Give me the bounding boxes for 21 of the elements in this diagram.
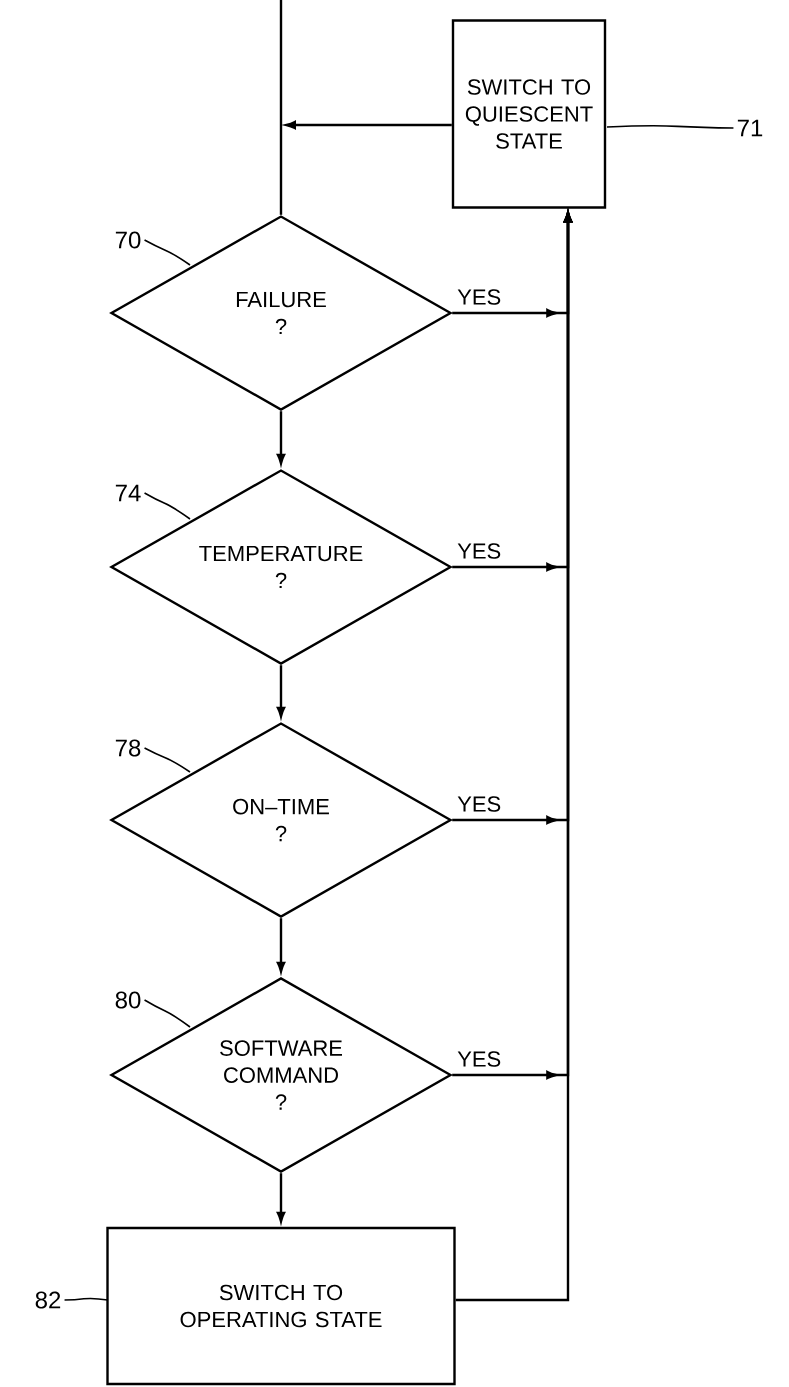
callout-number: 78: [115, 739, 141, 757]
leader-line: [63, 1297, 109, 1301]
process-box: SWITCH TO OPERATING STATE: [106, 1226, 456, 1386]
leader-line: [606, 124, 735, 129]
callout-number: 80: [115, 991, 141, 1009]
leader-line: [143, 239, 191, 266]
edge-label: YES: [456, 1050, 503, 1068]
arrow: [455, 211, 573, 1302]
arrow: [285, 120, 452, 130]
leader-line: [143, 999, 191, 1028]
callout-number: 71: [737, 119, 763, 137]
callout-number: 82: [35, 1291, 61, 1309]
callout-number: 70: [115, 231, 141, 249]
edge-label: YES: [456, 288, 503, 306]
edge-label: YES: [456, 542, 503, 560]
process-box: SWITCH TO QUIESCENT STATE: [451, 19, 607, 209]
leader-line: [143, 747, 191, 773]
flow-line: [279, 0, 283, 215]
leader-line: [143, 492, 191, 520]
callout-number: 74: [115, 484, 141, 502]
edge-label: YES: [456, 795, 503, 813]
